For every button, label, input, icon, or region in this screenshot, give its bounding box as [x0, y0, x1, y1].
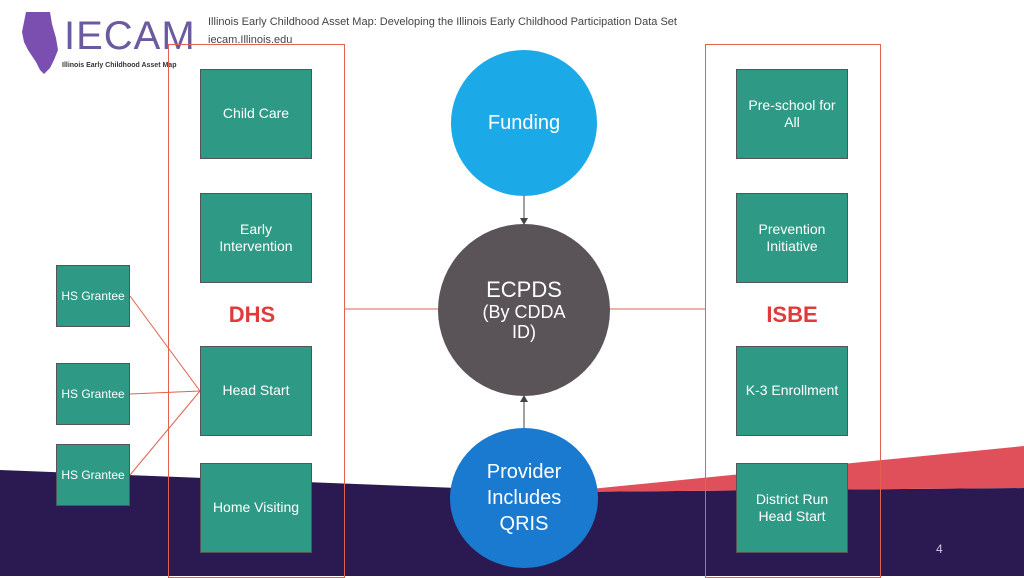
hs-grantee-box: HS Grantee: [56, 265, 130, 327]
hs-grantee-box: HS Grantee: [56, 363, 130, 425]
ecpds-subtitle: (By CDDA ID): [482, 302, 566, 343]
illinois-state-icon: [22, 12, 58, 74]
isbe-program-k3-enrollment: K-3 Enrollment: [736, 346, 848, 436]
header-title: Illinois Early Childhood Asset Map: Deve…: [208, 16, 677, 28]
dhs-program-early-intervention: Early Intervention: [200, 193, 312, 283]
isbe-program-prevention-initiative: Prevention Initiative: [736, 193, 848, 283]
page-number: 4: [936, 542, 943, 556]
funding-circle: Funding: [451, 50, 597, 196]
logo-text: IECAM: [64, 14, 196, 58]
provider-circle: Provider Includes QRIS: [450, 428, 598, 568]
ecpds-title: ECPDS: [486, 276, 562, 302]
provider-label: Provider Includes QRIS: [486, 461, 562, 535]
isbe-label: ISBE: [766, 302, 818, 327]
isbe-program-preschool-for-all: Pre-school for All: [736, 69, 848, 159]
dhs-label: DHS: [228, 302, 276, 327]
ecpds-circle: ECPDS (By CDDA ID): [438, 224, 610, 396]
dhs-program-child-care: Child Care: [200, 69, 312, 159]
dhs-program-home-visiting: Home Visiting: [200, 463, 312, 553]
logo-subtitle: Illinois Early Childhood Asset Map: [62, 62, 177, 69]
dhs-program-head-start: Head Start: [200, 346, 312, 436]
header-url[interactable]: iecam.Illinois.edu: [208, 34, 293, 46]
hs-grantee-box: HS Grantee: [56, 444, 130, 506]
isbe-program-district-run-head-start: District Run Head Start: [736, 463, 848, 553]
